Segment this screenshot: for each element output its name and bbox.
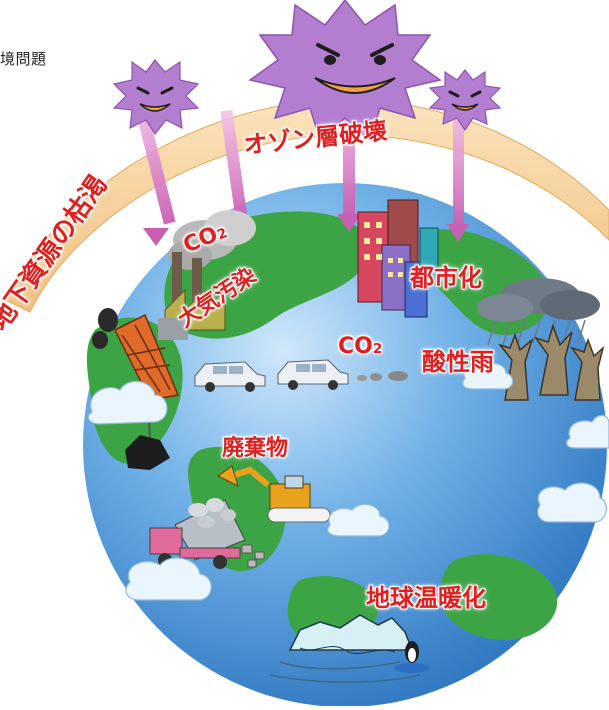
ozone-monster-large bbox=[248, 0, 442, 142]
label-global-warming: 地球温暖化 bbox=[366, 584, 486, 612]
factory-icon bbox=[158, 210, 256, 340]
rain-cloud-icon bbox=[477, 278, 600, 346]
penguin-icon bbox=[394, 641, 430, 673]
cloud-icon bbox=[87, 362, 609, 601]
label-waste: 廃棄物 bbox=[222, 436, 289, 461]
car-icon bbox=[194, 359, 408, 392]
label-acid-rain: 酸性雨 bbox=[422, 348, 494, 376]
dead-tree-icon bbox=[497, 323, 605, 401]
melting-iceberg-icon bbox=[269, 614, 421, 683]
ozone-monster-right bbox=[428, 69, 502, 132]
label-co2-cars: CO2 bbox=[338, 334, 382, 359]
page-heading: 境問題 bbox=[0, 50, 47, 68]
label-urbanization: 都市化 bbox=[410, 264, 482, 292]
co2-text: CO bbox=[338, 334, 373, 359]
ozone-monster-left bbox=[112, 59, 200, 136]
co2-subscript: 2 bbox=[372, 341, 383, 357]
landmass-southeast bbox=[440, 554, 558, 640]
oil-rig-icon bbox=[92, 308, 180, 470]
buildings-icon bbox=[357, 199, 439, 318]
excavator-icon bbox=[217, 465, 331, 523]
